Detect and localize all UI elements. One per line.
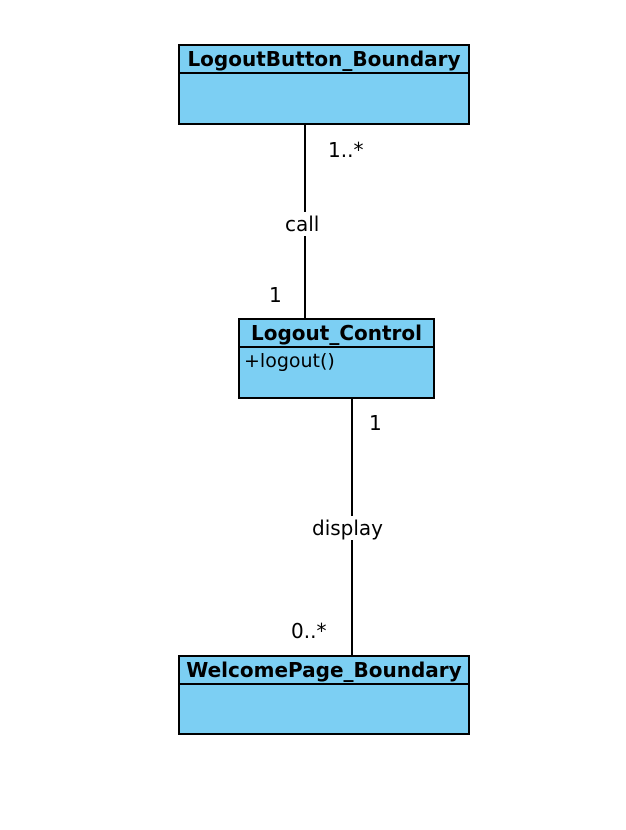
display-association-label: display [312, 516, 384, 540]
call-association-label: call [285, 212, 320, 236]
class-operations-logout-control: +logout() [240, 348, 433, 374]
class-welcomepage-boundary[interactable]: WelcomePage_Boundary [178, 655, 470, 735]
class-name-logout-control: Logout_Control [240, 320, 433, 348]
call-target-multiplicity: 1 [269, 283, 282, 307]
class-logoutbutton-boundary[interactable]: LogoutButton_Boundary [178, 44, 470, 125]
class-name-logoutbutton-boundary: LogoutButton_Boundary [180, 46, 468, 74]
class-name-welcomepage-boundary: WelcomePage_Boundary [180, 657, 468, 685]
display-source-multiplicity: 1 [369, 411, 382, 435]
class-logout-control[interactable]: Logout_Control +logout() [238, 318, 435, 399]
display-target-multiplicity: 0..* [291, 619, 327, 643]
operation-logout: +logout() [244, 350, 335, 372]
call-source-multiplicity: 1..* [328, 138, 364, 162]
